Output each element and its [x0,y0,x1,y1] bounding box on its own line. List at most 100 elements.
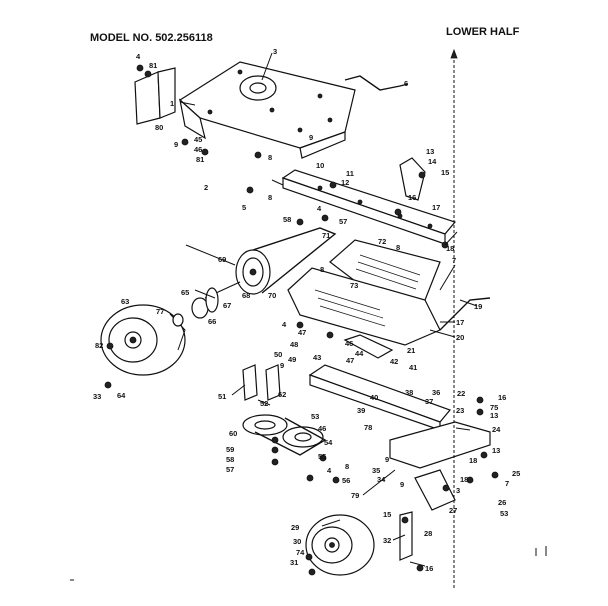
callout-50: 50 [274,350,282,359]
callout-5: 5 [242,203,246,212]
callout-8c: 8 [396,243,400,252]
callout-46c: 46 [318,424,326,433]
callout-16b: 16 [498,393,506,402]
callout-25: 25 [512,469,520,478]
callout-55: 55 [318,452,326,461]
callout-81: 81 [149,61,157,70]
callout-63: 63 [121,297,129,306]
callout-46b: 46 [345,339,353,348]
callout-28: 28 [424,529,432,538]
callout-24: 24 [492,425,501,434]
wheel-hub-parts [172,287,219,327]
hardware-fasteners [104,64,499,576]
callout-38: 38 [405,388,413,397]
callout-60: 60 [229,429,237,438]
callout-1: 1 [170,99,174,108]
scan-marks [70,546,547,581]
callout-16c: 16 [425,564,433,573]
callout-35: 35 [372,466,380,475]
callout-9c: 9 [280,361,284,370]
model-number-title: MODEL NO. 502.256118 [90,32,213,44]
callout-23: 23 [456,406,464,415]
control-rod [344,75,409,91]
callout-69: 69 [218,255,226,264]
callout-54: 54 [324,438,333,447]
callout-33: 33 [93,392,101,401]
left-mount [242,364,281,401]
callout-12: 12 [341,178,349,187]
callout-70: 70 [268,291,276,300]
leader-lines [179,52,478,567]
callout-81b: 81 [196,155,204,164]
callout-29: 29 [291,523,299,532]
left-bracket [134,67,176,125]
lower-frame [308,334,452,431]
callout-9d: 9 [385,455,389,464]
section-title: LOWER HALF [446,26,520,38]
callout-80: 80 [155,123,163,132]
callout-51: 51 [218,392,226,401]
rear-frame [389,421,491,561]
axis-arrow-icon [450,48,458,59]
front-wheel [305,514,375,576]
callout-59: 59 [226,445,234,454]
callout-53b: 53 [500,509,508,518]
callout-39: 39 [357,406,365,415]
callout-22: 22 [457,389,465,398]
callout-45: 45 [194,135,202,144]
callout-15: 15 [441,168,449,177]
callout-67: 67 [223,301,231,310]
callout-30: 30 [293,537,301,546]
callout-78: 78 [364,423,372,432]
callout-19: 19 [474,302,482,311]
callout-8: 8 [268,153,272,162]
callout-65: 65 [181,288,189,297]
callout-7b: 7 [505,479,509,488]
callout-9b: 9 [309,133,313,142]
callout-47: 47 [298,328,306,337]
callout-58b: 58 [226,455,234,464]
callout-46: 46 [194,145,202,154]
callout-21: 21 [407,346,415,355]
callout-26: 26 [498,498,506,507]
callout-53: 53 [311,412,319,421]
callout-4c: 4 [282,320,287,329]
callout-27: 27 [449,506,457,515]
callout-17b: 17 [456,318,464,327]
callout-9: 9 [174,140,178,149]
callout-32: 32 [383,536,391,545]
upright-bracket [399,157,426,201]
callout-77: 77 [156,307,164,316]
callout-14: 14 [428,157,437,166]
callout-11: 11 [346,169,354,178]
callout-13c: 13 [492,446,500,455]
callout-72: 72 [378,237,386,246]
callout-41: 41 [409,363,417,372]
callout-3b: 3 [456,486,460,495]
callout-10: 10 [316,161,324,170]
callout-4d: 4 [327,466,332,475]
callout-64: 64 [117,391,126,400]
callout-4: 4 [136,52,141,61]
callout-68: 68 [242,291,250,300]
callout-40: 40 [370,393,378,402]
callout-47b: 47 [346,356,354,365]
callout-4b: 4 [317,204,322,213]
callout-6: 6 [404,79,408,88]
callout-8b: 8 [268,193,272,202]
callout-49: 49 [288,355,296,364]
callout-48: 48 [290,340,298,349]
callout-3: 3 [273,47,277,56]
callout-34: 34 [377,475,386,484]
callout-37: 37 [425,397,433,406]
callout-57: 57 [339,217,347,226]
callout-36: 36 [432,388,440,397]
callout-79: 79 [351,491,359,500]
callout-74: 74 [296,548,305,557]
callout-42: 42 [390,357,398,366]
callout-8d: 8 [320,265,324,274]
callout-16: 16 [408,193,416,202]
callout-75: 75 [490,403,498,412]
callout-18: 18 [446,244,454,253]
